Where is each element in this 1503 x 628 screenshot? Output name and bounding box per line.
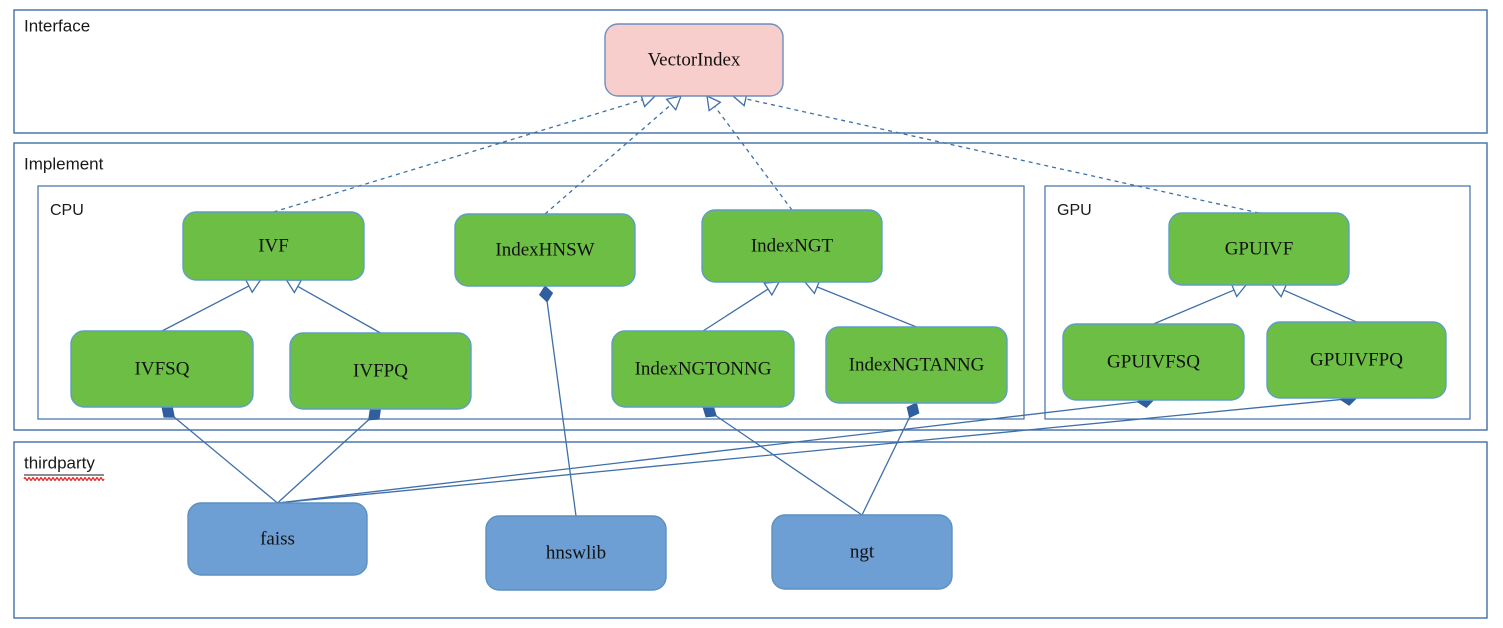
node-label-indexngtanng: IndexNGTANNG: [849, 354, 985, 375]
group-label-implement: Implement: [24, 154, 104, 173]
edge-ngt-to-indexngtonng: [702, 405, 863, 516]
edge-line-ivfpq-ivf: [297, 285, 381, 334]
node-label-hnswlib: hnswlib: [546, 542, 606, 563]
inheritance-arrowhead-indexngt-vectorindex: [706, 94, 722, 112]
node-box-gpuivfpq[interactable]: [1266, 321, 1447, 399]
node-indexngtonng[interactable]: IndexNGTONNG: [611, 330, 795, 408]
node-label-gpuivf: GPUIVF: [1225, 238, 1294, 259]
node-ivfpq[interactable]: IVFPQ: [289, 332, 472, 410]
node-vectorindex[interactable]: VectorIndex: [604, 23, 784, 97]
edge-line-indexngt-vectorindex: [714, 106, 793, 211]
edge-line-faiss-ivfsq: [173, 416, 278, 504]
edge-line-indexngtonng-indexngt: [702, 288, 769, 332]
spellcheck-underline-thirdparty: [23, 477, 105, 481]
node-box-hnswlib[interactable]: [485, 515, 667, 591]
node-box-indexngt[interactable]: [701, 209, 883, 283]
edge-line-ivf-vectorindex: [273, 99, 643, 213]
edge-line-ngt-indexngtonng: [715, 415, 863, 516]
edge-line-indexhnsw-vectorindex: [544, 104, 672, 215]
node-label-indexngt: IndexNGT: [751, 235, 834, 256]
node-ivf[interactable]: IVF: [182, 211, 365, 281]
node-ngt[interactable]: ngt: [771, 514, 953, 590]
edge-line-indexngtanng-indexngt: [816, 286, 917, 328]
node-box-faiss[interactable]: [187, 502, 368, 576]
node-gpuivfpq[interactable]: GPUIVFPQ: [1266, 321, 1447, 399]
node-indexngt[interactable]: IndexNGT: [701, 209, 883, 283]
node-box-ivfpq[interactable]: [289, 332, 472, 410]
edge-indexngt-to-vectorindex: [706, 94, 793, 211]
node-box-indexngtonng[interactable]: [611, 330, 795, 408]
node-label-ivfpq: IVFPQ: [353, 360, 408, 381]
edge-line-ngt-indexngtanng: [861, 417, 911, 516]
node-label-indexngtonng: IndexNGTONNG: [635, 358, 772, 379]
node-gpuivf[interactable]: GPUIVF: [1168, 212, 1350, 286]
node-hnswlib[interactable]: hnswlib: [485, 515, 667, 591]
node-indexhnsw[interactable]: IndexHNSW: [454, 213, 636, 287]
subgroup-label-gpu: GPU: [1057, 202, 1092, 219]
node-box-vectorindex[interactable]: [604, 23, 784, 97]
node-label-gpuivfpq: GPUIVFPQ: [1310, 349, 1403, 370]
group-label-interface: Interface: [24, 16, 90, 35]
node-label-gpuivfsq: GPUIVFSQ: [1107, 351, 1200, 372]
node-label-indexhnsw: IndexHNSW: [495, 239, 594, 260]
composition-diamond-hnswlib-indexhnsw: [538, 285, 554, 303]
inheritance-arrowhead-indexhnsw-vectorindex: [665, 95, 683, 112]
node-ivfsq[interactable]: IVFSQ: [70, 330, 254, 408]
composition-diamond-ngt-indexngtanng: [906, 402, 920, 419]
node-box-ngt[interactable]: [771, 514, 953, 590]
node-box-gpuivfsq[interactable]: [1062, 323, 1245, 401]
composition-diamond-ngt-indexngtonng: [702, 405, 717, 418]
edge-indexhnsw-to-vectorindex: [544, 95, 683, 215]
edge-line-faiss-gpuivfpq: [277, 398, 1341, 504]
edge-line-hnswlib-indexhnsw: [546, 301, 577, 517]
edge-hnswlib-to-indexhnsw: [538, 285, 577, 517]
node-box-ivf[interactable]: [182, 211, 365, 281]
node-box-indexngtanng[interactable]: [825, 326, 1008, 404]
node-gpuivfsq[interactable]: GPUIVFSQ: [1062, 323, 1245, 401]
node-box-ivfsq[interactable]: [70, 330, 254, 408]
edge-line-faiss-gpuivfsq: [277, 401, 1138, 504]
edge-line-gpuivfsq-gpuivf: [1153, 289, 1235, 325]
edge-line-faiss-ivfpq: [277, 419, 370, 504]
node-box-gpuivf[interactable]: [1168, 212, 1350, 286]
edge-ngt-to-indexngtanng: [861, 402, 920, 516]
node-faiss[interactable]: faiss: [187, 502, 368, 576]
node-label-vectorindex: VectorIndex: [648, 49, 741, 70]
edge-line-gpuivfpq-gpuivf: [1283, 289, 1357, 323]
composition-diamond-faiss-ivfsq: [161, 406, 175, 418]
composition-diamond-faiss-ivfpq: [368, 408, 382, 421]
subgroup-label-cpu: CPU: [50, 202, 84, 219]
node-label-ngt: ngt: [850, 541, 875, 562]
node-label-ivf: IVF: [258, 235, 289, 256]
node-indexngtanng[interactable]: IndexNGTANNG: [825, 326, 1008, 404]
node-label-ivfsq: IVFSQ: [135, 358, 190, 379]
node-box-indexhnsw[interactable]: [454, 213, 636, 287]
group-label-thirdparty: thirdparty: [24, 453, 95, 472]
edge-line-ivfsq-ivf: [161, 285, 250, 332]
node-label-faiss: faiss: [260, 528, 295, 549]
